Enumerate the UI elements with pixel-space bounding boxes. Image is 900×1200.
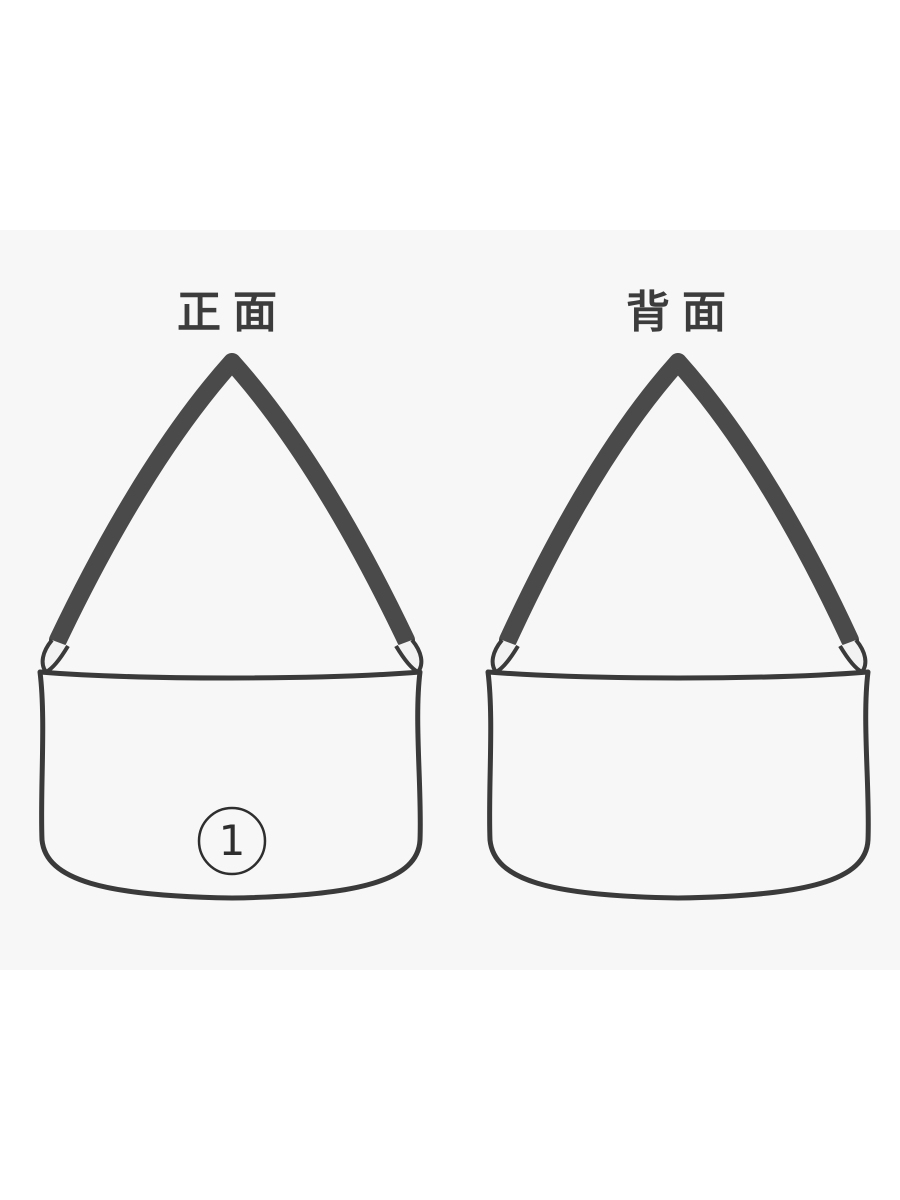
front-view-title: 正面 bbox=[177, 287, 289, 338]
back-bag bbox=[485, 353, 871, 901]
front-right-connector bbox=[394, 638, 424, 674]
back-right-connector bbox=[838, 638, 868, 674]
back-view-title: 背面 bbox=[626, 287, 738, 338]
front-bag bbox=[37, 353, 424, 901]
front-marker-number: 1 bbox=[218, 816, 246, 865]
front-strap bbox=[49, 353, 415, 649]
front-marker-circle bbox=[197, 806, 267, 876]
front-bag-body bbox=[37, 669, 423, 901]
back-left-connector bbox=[490, 638, 520, 674]
back-strap bbox=[499, 353, 859, 649]
back-bag-body bbox=[485, 669, 871, 901]
front-left-connector bbox=[40, 638, 70, 674]
